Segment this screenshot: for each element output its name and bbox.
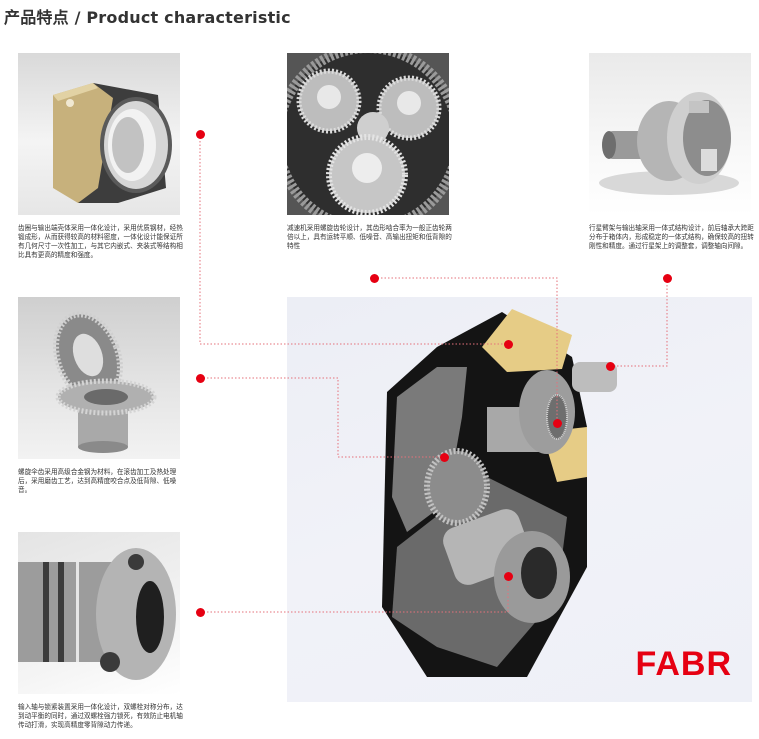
- callout-dot-spiral-bevel: [195, 373, 205, 383]
- housing-image: [18, 53, 180, 215]
- input-coupling-description: 输入轴与锁紧装置采用一体化设计，双螺栓对称分布，达到动平衡的同时，通过双螺栓强力…: [18, 703, 183, 729]
- planet-carrier-image: [589, 53, 751, 215]
- helical-gears-description: 减速机采用螺旋齿轮设计，其齿形啮合率为一般正齿轮两倍以上，具有运转平顺、低噪音、…: [287, 224, 452, 250]
- helical-gears-image: [287, 53, 449, 215]
- callout-dot-housing: [195, 129, 205, 139]
- housing-description: 齿圈与输出端壳体采用一体化设计，采用优质钢材，经热锻成形，从而获得较高的材料密度…: [18, 224, 183, 259]
- target-dot-spiral-bevel: [439, 452, 449, 462]
- target-dot-input-coupling: [503, 571, 513, 581]
- page-title: 产品特点 / Product characteristic: [4, 8, 291, 27]
- spiral-bevel-description: 螺旋伞齿采用高级合金钢为材料，在滚齿加工及热处理后，采用磨齿工艺，达到高精度咬合…: [18, 468, 177, 494]
- spiral-bevel-image: [18, 297, 180, 459]
- target-dot-housing: [503, 339, 513, 349]
- callout-dot-input-coupling: [195, 607, 205, 617]
- callout-dot-helical-gears: [369, 273, 379, 283]
- planet-carrier-description: 行星臂架与输出轴采用一体式结构设计，前后轴承大跨距分布于箱体内，形成稳定的一体式…: [589, 224, 754, 250]
- brand-logo: FABR: [635, 645, 732, 683]
- target-dot-planet-carrier: [605, 361, 615, 371]
- callout-dot-planet-carrier: [662, 273, 672, 283]
- gearbox-cutaway-image: FABR: [287, 297, 752, 702]
- target-dot-helical-gears: [552, 418, 562, 428]
- input-coupling-image: [18, 532, 180, 694]
